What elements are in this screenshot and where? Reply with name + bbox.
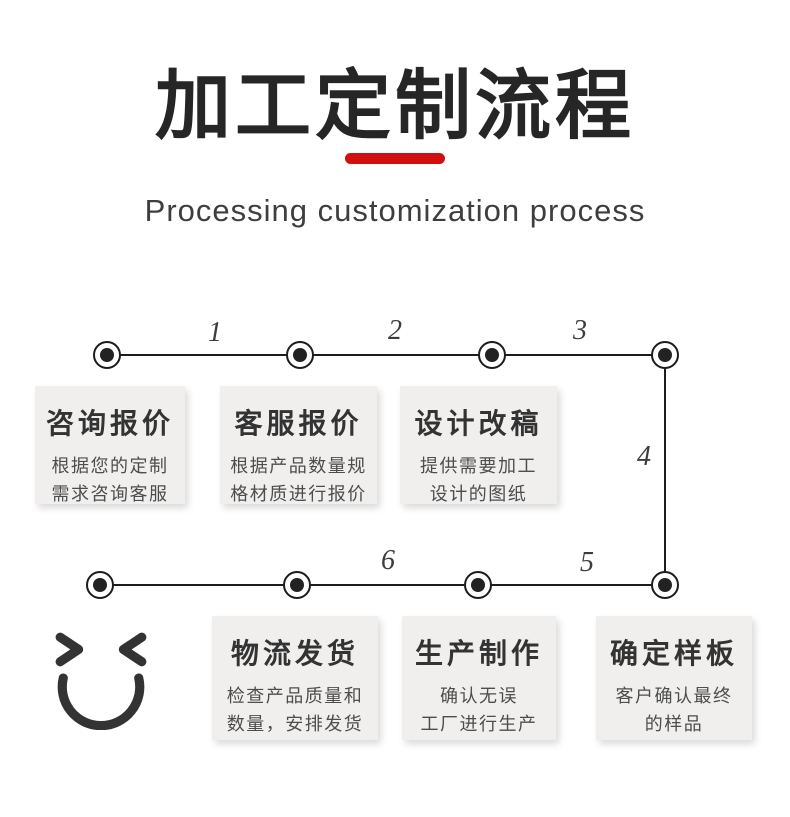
step-title: 咨询报价 bbox=[45, 408, 174, 439]
step-description: 提供需要加工 设计的图纸 bbox=[400, 453, 557, 509]
step-number-2: 2 bbox=[388, 315, 402, 346]
step-title: 客服报价 bbox=[234, 408, 363, 439]
flow-line-right bbox=[664, 354, 666, 586]
title-underline bbox=[345, 153, 445, 164]
page-title: 加工定制流程 bbox=[155, 64, 635, 149]
flow-node-dot bbox=[471, 578, 485, 592]
flow-node-dot bbox=[293, 348, 307, 362]
flow-node-5 bbox=[651, 571, 679, 599]
flow-node-6 bbox=[464, 571, 492, 599]
flow-node-1 bbox=[93, 341, 121, 369]
flow-node-2 bbox=[286, 341, 314, 369]
flow-node-dot bbox=[100, 348, 114, 362]
step-card-confirm-sample: 确定样板 客户确认最终 的样品 bbox=[596, 616, 752, 740]
flow-node-dot bbox=[658, 348, 672, 362]
smiley-mouth bbox=[57, 673, 145, 730]
step-desc-line: 的样品 bbox=[644, 713, 704, 734]
flow-node-dot bbox=[93, 578, 107, 592]
step-number-4: 4 bbox=[637, 441, 651, 472]
step-desc-line: 提供需要加工 bbox=[420, 456, 537, 476]
flow-node-dot bbox=[290, 578, 304, 592]
flow-node-4 bbox=[651, 341, 679, 369]
step-card-design-revision: 设计改稿 提供需要加工 设计的图纸 bbox=[400, 386, 557, 504]
page-subtitle: Processing customization process bbox=[144, 193, 646, 228]
flow-node-8 bbox=[86, 571, 114, 599]
step-description: 确认无误 工厂进行生产 bbox=[402, 683, 556, 739]
step-number-1: 1 bbox=[208, 317, 222, 348]
step-desc-line: 数量，安排发货 bbox=[226, 713, 364, 734]
step-description: 根据您的定制 需求咨询客服 bbox=[35, 453, 185, 509]
step-title: 设计改稿 bbox=[414, 408, 543, 439]
step-desc-line: 检查产品质量和 bbox=[226, 686, 364, 706]
step-card-shipping: 物流发货 检查产品质量和 数量，安排发货 bbox=[212, 616, 378, 740]
step-desc-line: 设计的图纸 bbox=[429, 483, 528, 504]
step-desc-line: 格材质进行报价 bbox=[230, 483, 367, 504]
smiley-right-eye bbox=[118, 632, 147, 667]
step-desc-line: 需求咨询客服 bbox=[51, 483, 169, 504]
step-number-5: 5 bbox=[580, 547, 594, 578]
step-desc-line: 确认无误 bbox=[440, 686, 518, 706]
flow-node-7 bbox=[283, 571, 311, 599]
step-description: 根据产品数量规 格材质进行报价 bbox=[220, 453, 377, 509]
step-description: 检查产品质量和 数量，安排发货 bbox=[212, 683, 378, 739]
smiley-left-eye bbox=[55, 632, 84, 667]
smiley-closed-eyes-icon bbox=[55, 632, 147, 730]
step-desc-line: 客户确认最终 bbox=[615, 686, 733, 706]
step-desc-line: 根据您的定制 bbox=[51, 456, 169, 476]
step-desc-line: 根据产品数量规 bbox=[230, 456, 367, 476]
step-number-6: 6 bbox=[381, 545, 395, 576]
step-desc-line: 工厂进行生产 bbox=[420, 713, 538, 734]
flow-node-dot bbox=[658, 578, 672, 592]
step-title: 物流发货 bbox=[230, 638, 359, 669]
step-card-production: 生产制作 确认无误 工厂进行生产 bbox=[402, 616, 556, 740]
step-card-consult-quote: 咨询报价 根据您的定制 需求咨询客服 bbox=[35, 386, 185, 504]
flow-node-3 bbox=[478, 341, 506, 369]
step-title: 确定样板 bbox=[609, 638, 738, 669]
step-card-service-quote: 客服报价 根据产品数量规 格材质进行报价 bbox=[220, 386, 377, 504]
flow-line-top bbox=[107, 354, 665, 356]
step-description: 客户确认最终 的样品 bbox=[596, 683, 752, 739]
step-number-3: 3 bbox=[573, 315, 587, 346]
flow-line-bottom bbox=[100, 584, 667, 586]
flow-node-dot bbox=[485, 348, 499, 362]
step-title: 生产制作 bbox=[414, 638, 543, 669]
